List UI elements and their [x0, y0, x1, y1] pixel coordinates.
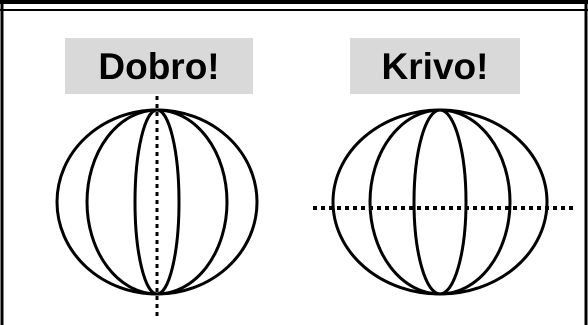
globe-correct — [57, 88, 257, 318]
label-wrong: Krivo! — [382, 48, 489, 85]
label-correct-box: Dobro! — [65, 38, 253, 94]
globe-wrong-outline — [333, 110, 547, 294]
globe-wrong-meridian-inner — [414, 110, 466, 294]
globe-wrong — [313, 110, 573, 294]
label-wrong-box: Krivo! — [350, 38, 520, 94]
globe-wrong-meridian-outer — [370, 110, 510, 294]
top-border — [0, 0, 588, 4]
label-correct: Dobro! — [98, 48, 219, 85]
